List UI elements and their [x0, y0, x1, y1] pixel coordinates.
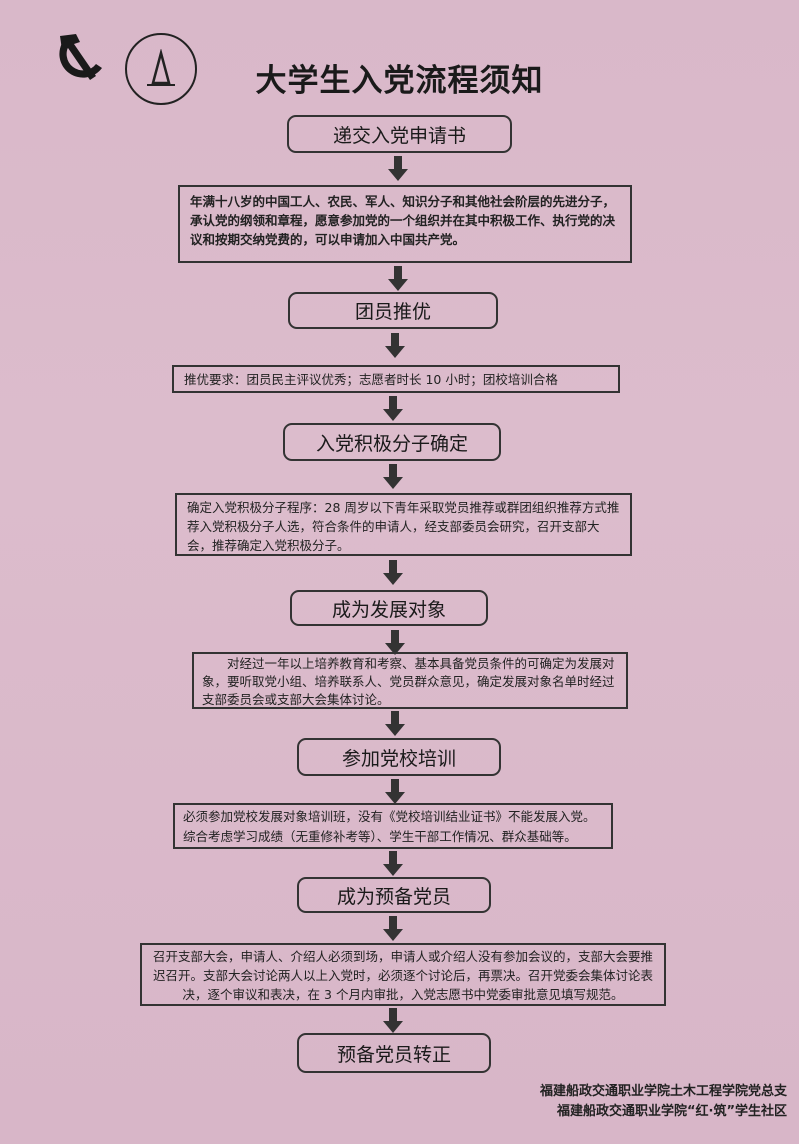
down-arrow-icon [388, 266, 408, 292]
step-description: 年满十八岁的中国工人、农民、军人、知识分子和其他社会阶层的先进分子，承认党的纲领… [178, 185, 632, 263]
footer-organizations: 福建船政交通职业学院土木工程学院党总支 福建船政交通职业学院“红·筑”学生社区 [540, 1082, 787, 1122]
step-activist-confirm: 入党积极分子确定 [283, 423, 501, 461]
seal-tower-icon [147, 49, 175, 86]
step-party-school-training: 参加党校培训 [297, 738, 501, 776]
school-seal-logo [125, 33, 197, 105]
step-submit-application: 递交入党申请书 [287, 115, 512, 153]
down-arrow-icon [385, 333, 405, 359]
step-description: 对经过一年以上培养教育和考察、基本具备党员条件的可确定为发展对象，要听取党小组、… [192, 652, 628, 709]
hammer-sickle-icon [59, 34, 102, 80]
step-probationary-member: 成为预备党员 [297, 877, 491, 913]
down-arrow-icon [388, 156, 408, 182]
step-description: 召开支部大会，申请人、介绍人必须到场，申请人或介绍人没有参加会议的，支部大会要推… [140, 943, 666, 1006]
step-description: 确定入党积极分子程序：28 周岁以下青年采取党员推荐或群团组织推荐方式推荐入党积… [175, 493, 632, 556]
footer-line: 福建船政交通职业学院土木工程学院党总支 [539, 1084, 787, 1099]
step-description: 推优要求：团员民主评议优秀；志愿者时长 10 小时；团校培训合格 [172, 365, 620, 393]
step-description: 必须参加党校发展对象培训班，没有《党校培训结业证书》不能发展入党。综合考虑学习成… [173, 803, 613, 849]
down-arrow-icon [383, 396, 403, 422]
down-arrow-icon [383, 464, 403, 490]
party-emblem-logo [50, 30, 110, 85]
down-arrow-icon [385, 779, 405, 805]
down-arrow-icon [385, 630, 405, 656]
step-league-recommend: 团员推优 [288, 292, 498, 329]
down-arrow-icon [385, 711, 405, 737]
down-arrow-icon [383, 916, 403, 942]
step-full-membership: 预备党员转正 [297, 1033, 491, 1073]
page-title: 大学生入党流程须知 [255, 63, 544, 99]
footer-line: 福建船政交通职业学院“红·筑”学生社区 [556, 1104, 787, 1119]
step-development-target: 成为发展对象 [290, 590, 488, 626]
down-arrow-icon [383, 1008, 403, 1034]
down-arrow-icon [383, 851, 403, 877]
down-arrow-icon [383, 560, 403, 586]
